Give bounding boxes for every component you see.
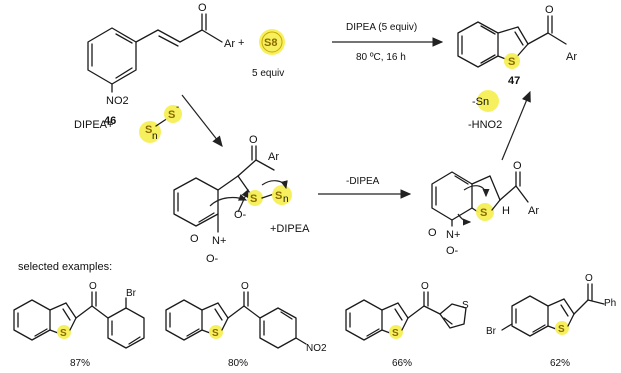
- elimination-arrow: [501, 90, 531, 161]
- phenyl-label: Ph: [604, 298, 616, 309]
- svg-text:S: S: [558, 324, 565, 335]
- svg-text:S: S: [392, 328, 399, 339]
- ar-label: Ar: [224, 38, 235, 50]
- cyclized-nitro-o-minus: O-: [446, 245, 459, 257]
- svg-text:S: S: [250, 193, 257, 205]
- benzene-ring: [87, 27, 137, 85]
- nitro-label-2: NO2: [306, 343, 327, 354]
- example-1-yield: 87%: [70, 358, 90, 369]
- bromo-label-1: Br: [126, 288, 137, 299]
- examples-heading: selected examples:: [18, 261, 112, 273]
- svg-text:S: S: [168, 109, 175, 121]
- s8-label: S8: [264, 37, 277, 49]
- nitro-n: N+: [212, 235, 226, 247]
- example-3: S O S 66%: [345, 281, 469, 369]
- mechanism-arrow: [181, 94, 223, 147]
- nitro-o-minus-2: O-: [206, 253, 219, 265]
- svg-text:O: O: [89, 281, 97, 292]
- svg-text:S: S: [275, 190, 282, 202]
- intermediate-adduct: O Ar S S n N+ O O- O- +DIPEA: [173, 134, 310, 265]
- svg-text:S: S: [145, 124, 152, 136]
- dipea-plus-label: +DIPEA: [270, 223, 310, 235]
- intermediate-ar: Ar: [268, 151, 279, 163]
- cyclized-ar: Ar: [528, 205, 539, 217]
- svg-text:S: S: [212, 328, 219, 339]
- svg-text:S: S: [60, 328, 67, 339]
- cyclized-nitro-o: O: [428, 227, 437, 239]
- product-sulfur: S: [508, 56, 515, 68]
- svg-text:O: O: [585, 273, 593, 284]
- conditions-bottom: 80 ºC, 16 h: [356, 52, 406, 63]
- cyclized-nitro-n: N+: [446, 229, 460, 241]
- hydrogen-label: H: [502, 205, 510, 217]
- svg-text:n: n: [152, 131, 158, 142]
- example-2-yield: 80%: [228, 358, 248, 369]
- compound-47-label: 47: [508, 75, 520, 87]
- svg-text:S: S: [480, 207, 487, 219]
- bromo-label-4: Br: [486, 326, 497, 337]
- product-carbonyl-o: O: [545, 4, 554, 16]
- example-3-yield: 66%: [392, 358, 412, 369]
- s8-equiv: 5 equiv: [252, 68, 284, 79]
- example-4-yield: 62%: [550, 358, 570, 369]
- carbonyl-o: O: [198, 2, 207, 14]
- compound-46-label: 46: [104, 115, 116, 127]
- s8-reagent: S8 5 equiv: [252, 29, 285, 79]
- minus-hno2: -HNO2: [468, 119, 502, 131]
- intermediate-o: O: [249, 134, 258, 146]
- dipea-cation: DIPEA+: [74, 119, 113, 131]
- nitro-o-minus: O-: [234, 209, 247, 221]
- conditions-top: DIPEA (5 equiv): [346, 22, 417, 33]
- cyclized-intermediate: S H O Ar N+ O O-: [428, 160, 539, 257]
- example-2: S O NO2 80%: [165, 281, 327, 369]
- example-4: Br S O Ph 62%: [486, 273, 616, 369]
- svg-text:O: O: [421, 281, 429, 292]
- nitro-o: O: [190, 233, 199, 245]
- svg-text:-: -: [176, 102, 179, 113]
- reactant-46: O Ar NO2 46: [87, 2, 235, 127]
- product-ar: Ar: [566, 51, 577, 63]
- svg-text:S: S: [462, 300, 469, 311]
- cyclized-o: O: [513, 160, 522, 172]
- example-1: S O Br 87%: [13, 281, 145, 369]
- product-47: S O Ar 47: [457, 4, 577, 87]
- minus-sn: -Sn: [472, 96, 489, 108]
- svg-text:O: O: [241, 281, 249, 292]
- minus-dipea: -DIPEA: [346, 176, 380, 187]
- dipea-polysulfide: DIPEA+ S n S -: [74, 102, 182, 143]
- no2-label: NO2: [106, 95, 129, 107]
- svg-text:n: n: [283, 194, 289, 205]
- plus-sign: +: [238, 37, 244, 49]
